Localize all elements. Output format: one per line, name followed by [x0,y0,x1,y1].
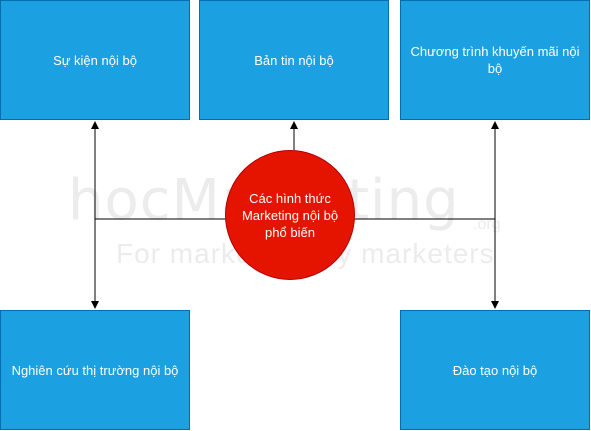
box-dao-tao-noi-bo-label: Đào tạo nội bộ [452,362,538,378]
center-circle-label: Các hình thức Marketing nội bộ phổ biến [241,190,339,240]
box-chuong-trinh-khuyen-mai: Chương trình khuyến mãi nội bộ [400,0,590,120]
box-su-kien-noi-bo: Sự kiện nội bộ [0,0,190,120]
box-ban-tin-noi-bo: Bản tin nội bộ [199,0,389,120]
center-circle: Các hình thức Marketing nội bộ phổ biến [225,150,355,280]
box-nghien-cuu-thi-truong: Nghiên cứu thị trường nội bộ [0,310,190,430]
box-chuong-trinh-khuyen-mai-label: Chương trình khuyến mãi nội bộ [410,44,580,76]
box-dao-tao-noi-bo: Đào tạo nội bộ [400,310,590,430]
box-su-kien-noi-bo-label: Sự kiện nội bộ [53,52,137,68]
box-ban-tin-noi-bo-label: Bản tin nội bộ [254,52,334,68]
box-nghien-cuu-thi-truong-label: Nghiên cứu thị trường nội bộ [11,362,179,378]
